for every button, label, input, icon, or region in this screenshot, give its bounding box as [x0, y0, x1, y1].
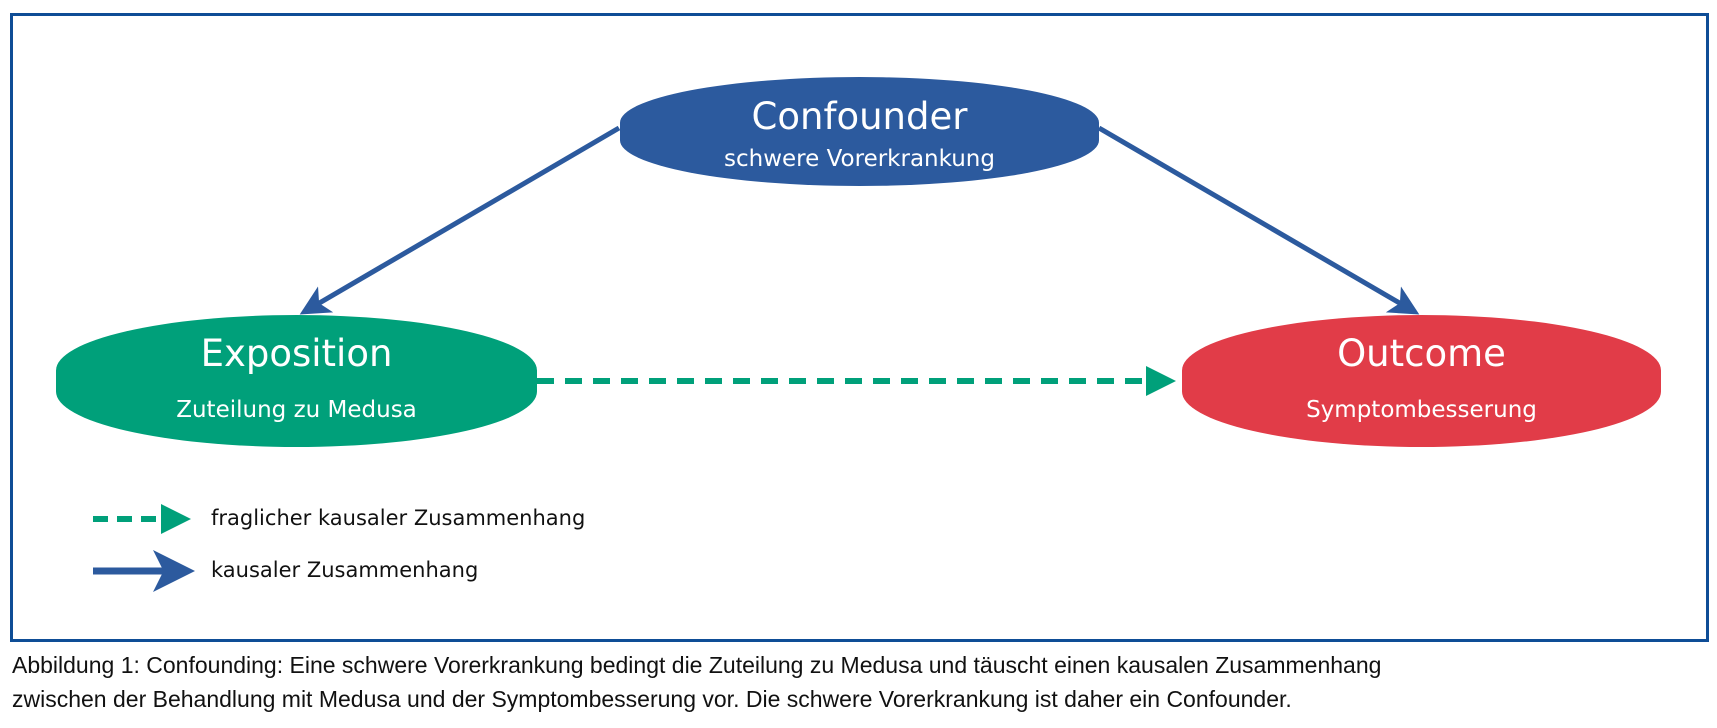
confounder-node: Confounder schwere Vorerkrankung	[620, 77, 1099, 186]
outcome-subtitle: Symptombesserung	[1306, 397, 1537, 423]
exposition-subtitle: Zuteilung zu Medusa	[176, 397, 417, 423]
outcome-title: Outcome	[1337, 332, 1506, 375]
caption-line-1: Abbildung 1: Confounding: Eine schwere V…	[12, 652, 1382, 678]
exposition-title: Exposition	[200, 332, 393, 375]
caption-line-2: zwischen der Behandlung mit Medusa und d…	[12, 686, 1292, 712]
figure-caption: Abbildung 1: Confounding: Eine schwere V…	[12, 648, 1712, 716]
confounder-title: Confounder	[751, 95, 968, 138]
legend-dashed-label: fraglicher kausaler Zusammenhang	[211, 506, 586, 530]
arrow-confounder-to-outcome	[1097, 125, 1420, 315]
figure-frame	[10, 13, 1709, 642]
confounder-subtitle: schwere Vorerkrankung	[724, 146, 995, 172]
exposition-node: Exposition Zuteilung zu Medusa	[56, 315, 537, 447]
outcome-node: Outcome Symptombesserung	[1182, 315, 1661, 447]
arrow-confounder-to-exposition	[299, 125, 621, 315]
legend-solid-label: kausaler Zusammenhang	[211, 558, 479, 582]
